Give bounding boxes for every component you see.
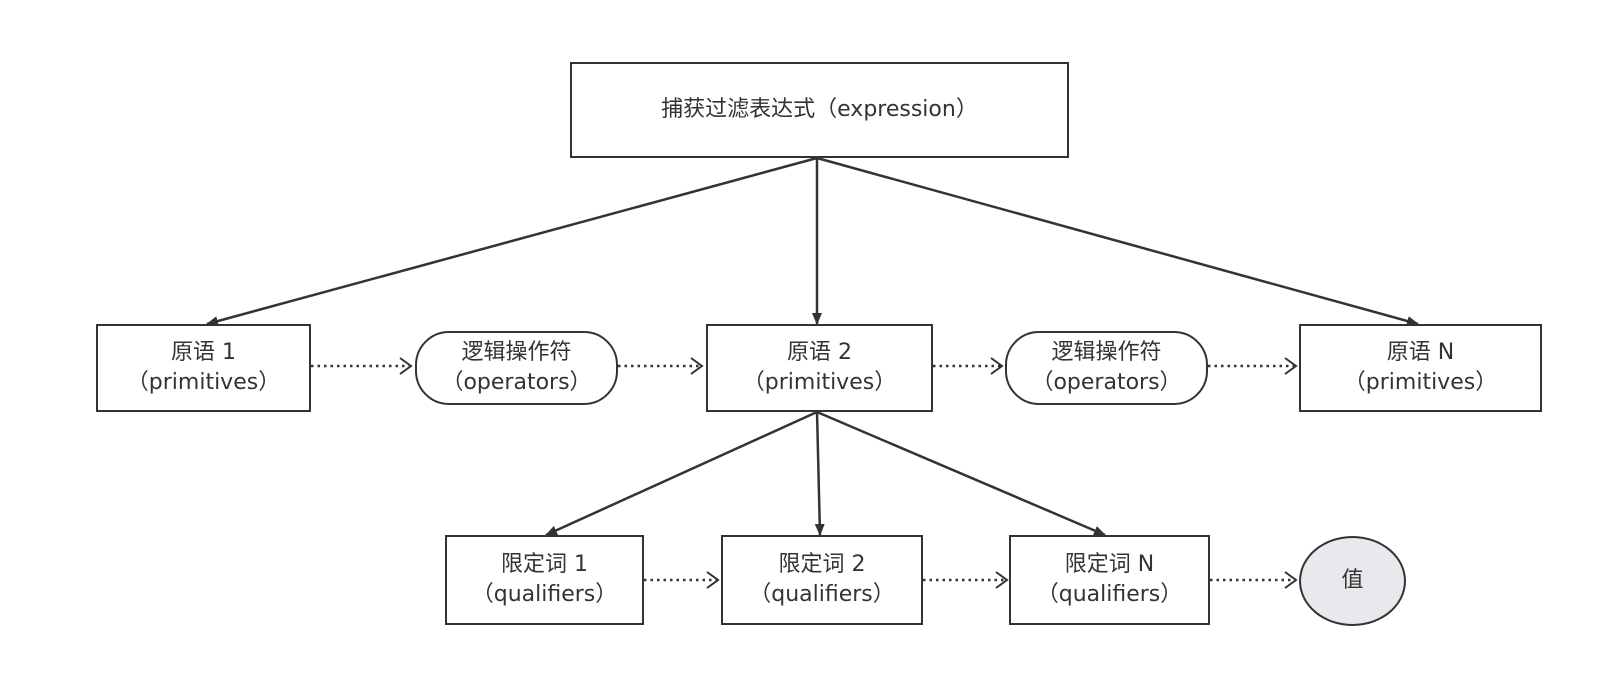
qualifier-n-node: 限定词 N （qualifiers） [1009,535,1210,625]
qualifier-2-node: 限定词 2 （qualifiers） [721,535,923,625]
arrow-root-to-primitive-1 [206,156,818,326]
expression-root-label: 捕获过滤表达式（expression） [661,97,978,122]
qualifier-n-title: 限定词 N [1064,552,1155,577]
primitive-1-node: 原语 1 （primitives） [96,324,311,412]
operator-2-title: 逻辑操作符 [1051,340,1162,365]
operator-2-node: 逻辑操作符 （operators） [1005,331,1208,405]
expression-root-node: 捕获过滤表达式（expression） [570,62,1069,158]
operator-1-title: 逻辑操作符 [461,340,572,365]
qualifier-1-title: 限定词 1 [501,552,588,577]
arrow-root-to-primitive-n [816,156,1419,326]
qualifier-2-subtitle: （qualifiers） [749,582,895,607]
arrow-primitive-2-to-qualifier-1 [545,410,818,537]
qualifier-1-node: 限定词 1 （qualifiers） [445,535,644,625]
qualifier-2-title: 限定词 2 [778,552,866,577]
value-label: 值 [1341,568,1364,593]
qualifier-n-subtitle: （qualifiers） [1036,582,1183,607]
value-node: 值 [1299,536,1406,626]
primitive-2-node: 原语 2 （primitives） [706,324,933,412]
primitive-2-subtitle: （primitives） [742,370,897,395]
primitive-1-subtitle: （primitives） [126,370,281,395]
operator-1-node: 逻辑操作符 （operators） [415,331,618,405]
primitive-1-title: 原语 1 [171,340,236,365]
operator-2-subtitle: （operators） [1031,370,1182,395]
primitive-2-title: 原语 2 [787,340,852,365]
primitive-n-title: 原语 N [1386,340,1455,365]
arrow-primitive-2-to-qualifier-2 [814,411,825,536]
qualifier-1-subtitle: （qualifiers） [471,582,618,607]
primitive-n-node: 原语 N （primitives） [1299,324,1542,412]
operator-1-subtitle: （operators） [441,370,592,395]
primitive-n-subtitle: （primitives） [1343,370,1498,395]
arrow-primitive-2-to-qualifier-n [816,410,1106,537]
